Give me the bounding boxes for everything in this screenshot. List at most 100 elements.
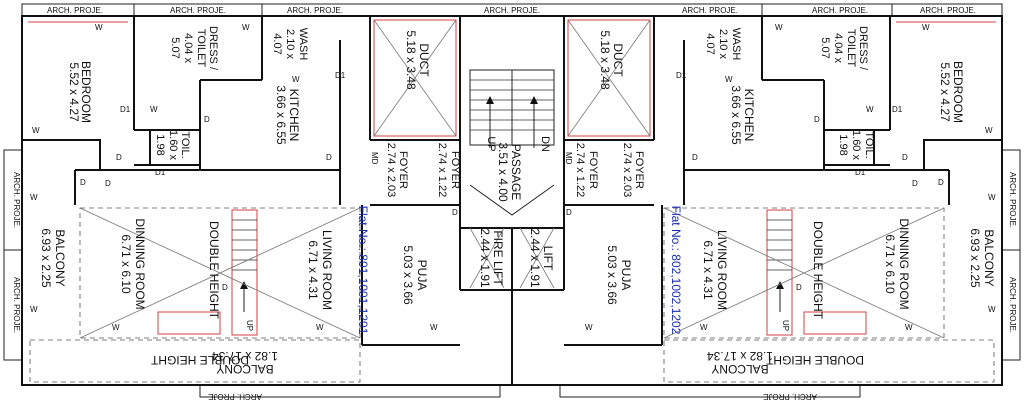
dress-dim: 4.04 x <box>832 33 844 63</box>
door-tag: D1 <box>155 168 166 177</box>
window-tag: W <box>430 323 438 332</box>
door-tag: D1 <box>335 71 346 80</box>
core-labels: PASSAGE 3.51 x 4.00 UP DN FIRE LIFT 2.44… <box>478 136 555 288</box>
projection-label: ARCH. PROJE. <box>484 6 540 15</box>
window-tag: W <box>316 323 324 332</box>
right-room-labels: BEDROOM 5.52 x 4.27 DRESS / TOILET 4.04 … <box>574 26 996 376</box>
md-tag: MD <box>370 152 379 165</box>
door-tag: D <box>566 208 572 217</box>
dining-dim: 6.71 x 6.10 <box>119 234 133 294</box>
bedroom-name: BEDROOM <box>951 61 965 123</box>
puja-dim: 5.03 x 3.66 <box>605 245 619 305</box>
projection-label: ARCH. PROJE. <box>920 6 976 15</box>
window-tag: W <box>700 323 708 332</box>
right-flat-walls <box>512 16 1002 346</box>
living-dim: 6.71 x 4.31 <box>701 240 715 300</box>
door-tag: D <box>116 153 122 162</box>
wash-dim: 4.07 <box>704 33 716 54</box>
kitchen-dim: 3.66 x 6.55 <box>274 85 288 145</box>
kitchen-name: KITCHEN <box>742 89 756 142</box>
bedroom-dim: 5.52 x 4.27 <box>938 62 952 122</box>
dh-stairs <box>232 219 792 312</box>
wash-dim: 2.10 x <box>284 29 296 59</box>
flat-number-right: Flat No.: 802,1002,1202 <box>669 206 683 335</box>
foyer-dim: 2.74 x 2.03 <box>621 143 633 197</box>
fire-lift-dim: 2.44 x 1.91 <box>478 228 492 288</box>
living-name: LIVING ROOM <box>715 230 729 310</box>
up-arrow-icon <box>240 281 248 289</box>
up-arrow-icon <box>776 281 784 289</box>
dress-dim: 5.07 <box>819 37 831 58</box>
balcony-front-name: BALCONY <box>216 362 273 376</box>
fire-lift-name: FIRE LIFT <box>491 230 505 286</box>
window-tag: W <box>585 323 593 332</box>
window-tag: W <box>988 193 996 202</box>
living-name: LIVING ROOM <box>320 230 334 310</box>
red-lines <box>28 19 996 336</box>
puja-name: PUJA <box>619 260 633 291</box>
foyer-name: FOYER <box>587 151 599 189</box>
window-tag: W <box>866 105 874 114</box>
projection-label: ARCH. PROJE <box>208 392 262 401</box>
passage-dim: 3.51 x 4.00 <box>496 142 510 202</box>
window-tag: W <box>30 305 38 314</box>
projection-label: ARCH. PROJE. <box>287 6 343 15</box>
projection-label: ARCH. PROJE. <box>1008 172 1017 228</box>
kitchen-name: KITCHEN <box>287 89 301 142</box>
foyer-name: FOYER <box>449 151 461 189</box>
up-tag: UP <box>781 320 790 331</box>
left-flat-walls <box>22 16 512 346</box>
balcony-dim: 6.93 x 2.25 <box>39 228 53 288</box>
door-tag: D1 <box>676 71 687 80</box>
double-height-label: DOUBLE HEIGHT <box>207 221 221 320</box>
staircase <box>470 79 554 148</box>
balcony-front-note: DOUBLE HEIGHT <box>150 353 249 367</box>
projection-label: ARCH. PROJE. <box>682 6 738 15</box>
wash-dim: 4.07 <box>271 33 283 54</box>
passage-name: PASSAGE <box>509 144 523 200</box>
dining-name: DINNING ROOM <box>133 218 147 309</box>
foyer-name: FOYER <box>633 151 645 189</box>
foyer-dim: 2.74 x 2.03 <box>385 143 397 197</box>
window-tag: W <box>112 323 120 332</box>
door-tag: D <box>692 153 698 162</box>
projection-labels: ARCH. PROJE. ARCH. PROJE. ARCH. PROJE. A… <box>12 6 1017 401</box>
dress-label: DRESS / <box>857 26 869 71</box>
up-tag: UP <box>245 320 254 331</box>
toil-name: TOIL. <box>179 131 191 158</box>
foyer-dim: 2.74 x 1.22 <box>574 143 586 197</box>
double-height-label: DOUBLE HEIGHT <box>811 221 825 320</box>
balcony-front-note: DOUBLE HEIGHT <box>765 353 864 367</box>
dress-label: DRESS / <box>207 26 219 71</box>
dashed-outlines <box>29 19 995 383</box>
toil-dim: 1.60 x <box>850 130 862 160</box>
window-tag: W <box>292 75 300 84</box>
balcony-front-dim: 1.82 x 17.34 <box>212 349 278 363</box>
tags: W W D D1 W D1 D W W D1 D D D W W W D W D… <box>30 23 996 332</box>
door-tag: D <box>912 179 918 188</box>
projection-label: ARCH. PROJE <box>763 392 817 401</box>
door-tag: D <box>452 208 458 217</box>
door-tag: D1 <box>120 105 131 114</box>
duct-name: DUCT <box>417 43 431 77</box>
wash-name: WASH <box>297 28 309 61</box>
door-tag: D <box>80 178 86 187</box>
bedroom-dim: 5.52 x 4.27 <box>67 62 81 122</box>
projection-label: ARCH. PROJE. <box>1008 277 1017 333</box>
dress-label: TOILET <box>195 29 207 68</box>
projection-label: ARCH. PROJE. <box>170 6 226 15</box>
toil-dim: 1.60 x <box>167 130 179 160</box>
door-tag: D <box>222 283 228 292</box>
duct-dim: 5.18 x 3.48 <box>598 30 612 90</box>
door-tag: D <box>938 178 944 187</box>
window-tag: W <box>32 126 40 135</box>
balcony-name: BALCONY <box>53 229 67 286</box>
door-tag: D <box>105 179 111 188</box>
up-arrow-icon <box>486 96 494 104</box>
dress-label: TOILET <box>845 29 857 68</box>
toil-name: TOIL. <box>863 131 875 158</box>
lift-name: LIFT <box>541 246 555 271</box>
door-tag: D <box>814 115 820 124</box>
outer-walls <box>21 15 1003 386</box>
wash-dim: 2.10 x <box>717 29 729 59</box>
